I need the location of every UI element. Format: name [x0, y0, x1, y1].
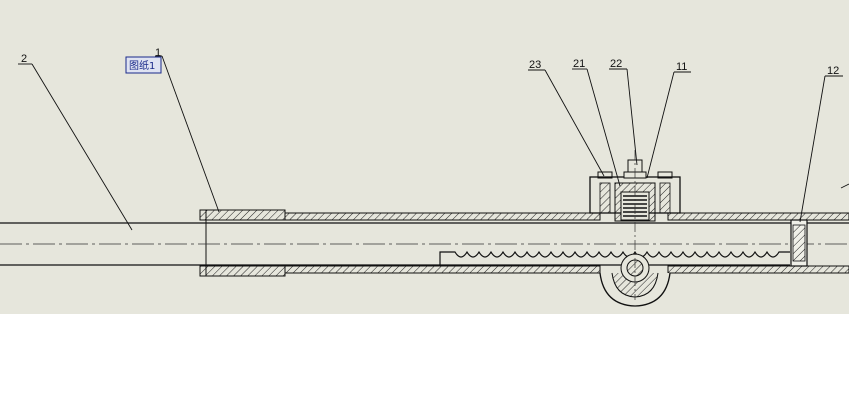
rack-teeth — [439, 250, 790, 265]
callout-23-label: 23 — [529, 59, 541, 71]
leader-lines — [18, 55, 849, 231]
callout-12-label: 12 — [827, 65, 839, 77]
valve-block — [589, 150, 681, 300]
outer-tube — [199, 209, 849, 277]
inner-shaft — [0, 222, 849, 266]
callout-21-label: 21 — [573, 58, 585, 70]
callout-11-label: 11 — [676, 61, 687, 73]
callout-labels: 2 1 23 21 22 11 12 — [21, 47, 839, 77]
callout-22-label: 22 — [610, 58, 622, 70]
sheet-tag-label: 图纸1 — [129, 59, 155, 72]
callout-1-label: 1 — [155, 47, 161, 59]
end-cap — [790, 219, 808, 267]
sheet-tag[interactable]: 图纸1 — [125, 56, 162, 74]
callout-2-label: 2 — [21, 53, 27, 65]
sheet-background — [0, 0, 849, 314]
